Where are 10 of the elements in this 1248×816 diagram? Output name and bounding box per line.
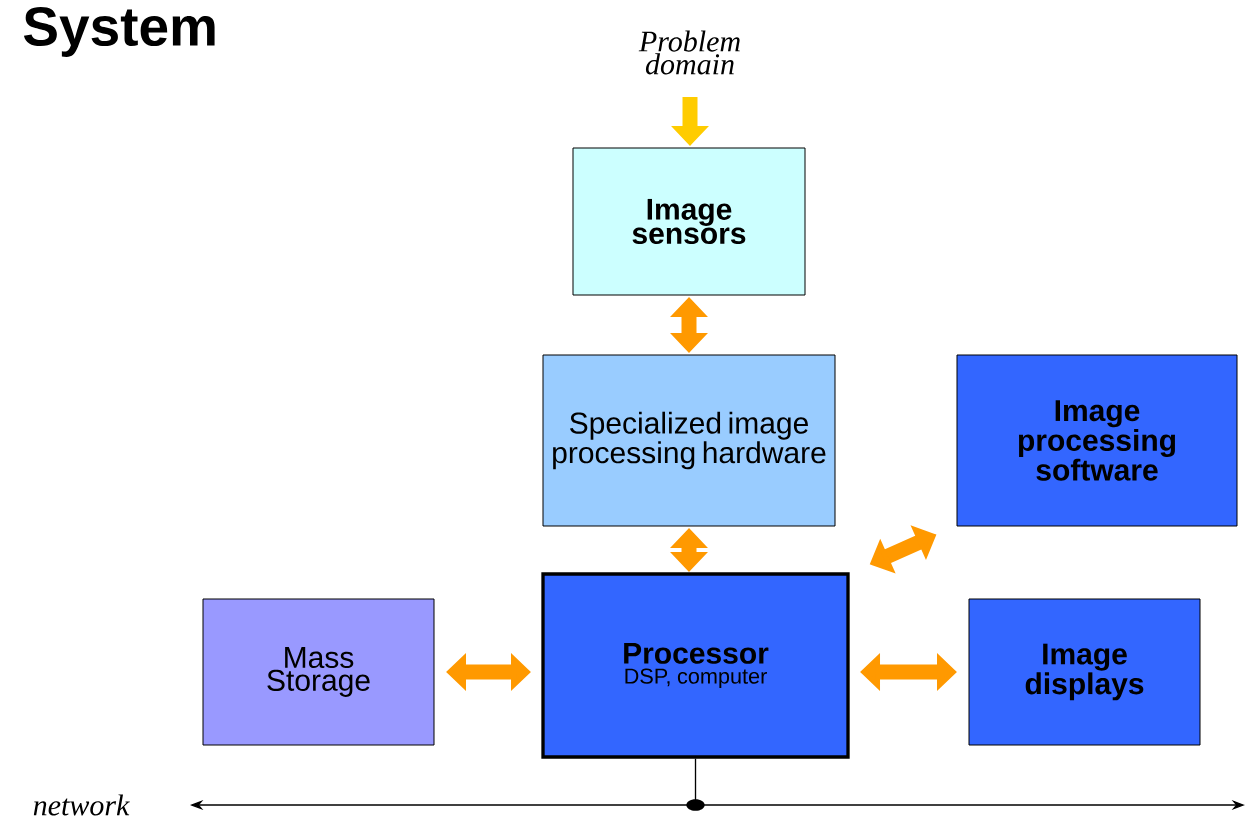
title: System: [23, 7, 215, 57]
side-label: network: [33, 794, 130, 816]
process-box: Image processing software: [956, 354, 1238, 527]
domain-label: Problem domain: [638, 30, 740, 75]
process-box: Mass Storage: [202, 598, 435, 746]
process-box: Image displays: [968, 598, 1201, 746]
processor-box: Processor DSP, computer: [541, 572, 850, 759]
connector: [686, 758, 705, 811]
process-box: Image sensors: [572, 147, 806, 296]
process-box: Specialized image processing hardware: [542, 354, 836, 527]
